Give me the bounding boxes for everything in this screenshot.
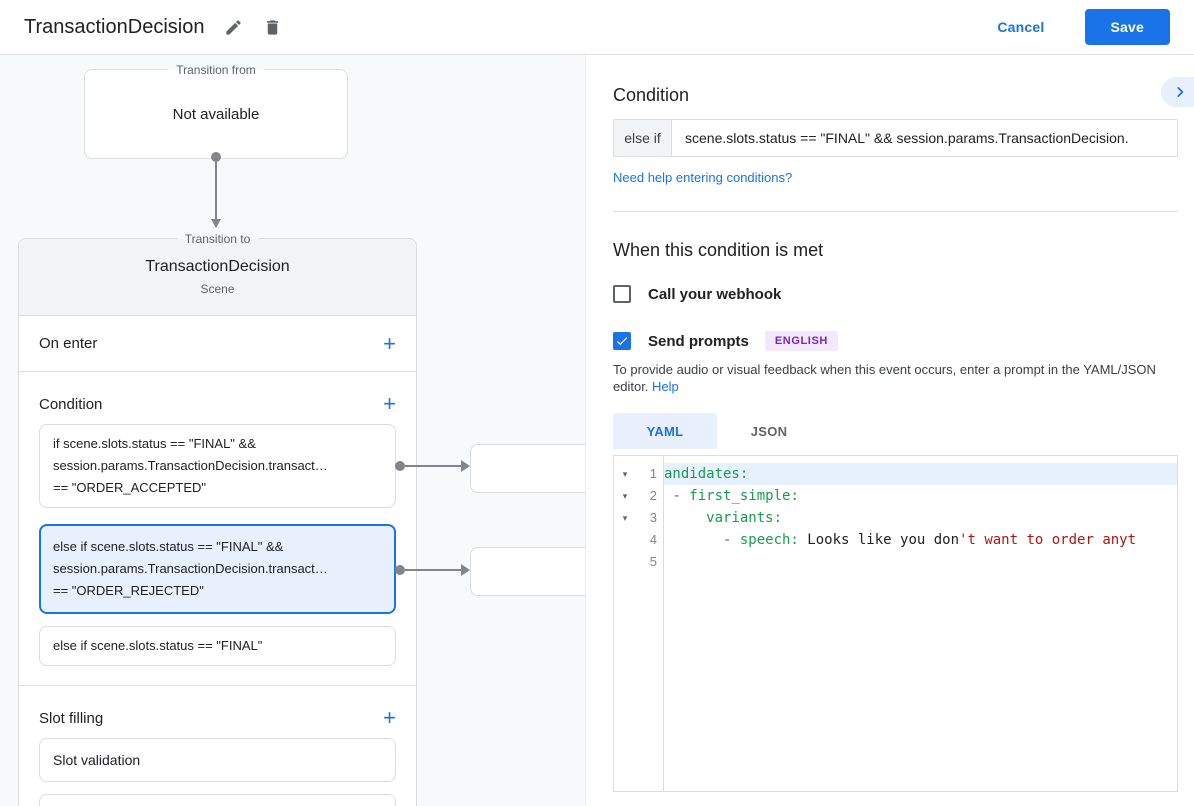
prompt-description-text: To provide audio or visual feedback when…	[613, 362, 1156, 394]
on-enter-section[interactable]: On enter +	[19, 316, 416, 372]
condition-section-header: Condition +	[39, 384, 396, 424]
condition-card-line: session.params.TransactionDecision.trans…	[53, 561, 328, 576]
slot-card-partial[interactable]	[39, 794, 396, 806]
on-enter-label: On enter	[39, 335, 98, 352]
line-number: 3	[649, 510, 657, 525]
fold-arrow-icon[interactable]: ▾	[622, 491, 628, 501]
section-divider	[613, 211, 1178, 212]
scene-header: TransactionDecision Scene	[19, 239, 416, 316]
code-line[interactable]: - first_simple:	[664, 488, 799, 504]
condition-section: Condition + if scene.slots.status == "FI…	[19, 372, 416, 686]
condition-card-line: else if scene.slots.status == "FINAL"	[53, 638, 263, 653]
connector-dot	[211, 152, 221, 162]
edit-icon[interactable]	[224, 18, 243, 37]
condition-input-row: else if	[613, 119, 1178, 157]
title-group: TransactionDecision	[24, 16, 282, 39]
prompt-description: To provide audio or visual feedback when…	[613, 361, 1178, 395]
transition-from-value: Not available	[172, 105, 260, 123]
delete-icon[interactable]	[263, 18, 282, 37]
slot-filling-label: Slot filling	[39, 709, 104, 727]
scene-title: TransactionDecision	[145, 258, 290, 275]
transition-to-box: Transition to TransactionDecision Scene …	[18, 231, 417, 806]
condition-label: Condition	[39, 395, 103, 413]
connector-line	[215, 162, 217, 219]
send-prompts-checkbox[interactable]	[613, 332, 631, 350]
send-prompts-row: Send prompts ENGLISH	[613, 331, 1178, 351]
code-line[interactable]: variants:	[706, 510, 783, 526]
code-line[interactable]	[664, 551, 1177, 573]
transition-from-box: Transition from Not available	[84, 62, 348, 159]
code-line[interactable]: andidates:	[664, 463, 1177, 485]
scene-subtitle: Scene	[200, 282, 235, 296]
webhook-row: Call your webhook	[613, 285, 1178, 303]
connector-line	[405, 569, 462, 571]
condition-card-line: == "ORDER_REJECTED"	[53, 583, 204, 598]
slot-filling-section-header: Slot filling +	[39, 698, 396, 738]
arrow-right-icon	[461, 564, 470, 576]
code-editor[interactable]: ▾ 1 ▾ 2 ▾ 3 4 5 andidates: - first_simple: vari…	[613, 455, 1178, 792]
transition-from-legend: Transition from	[168, 62, 264, 78]
transition-target-box[interactable]	[470, 444, 585, 493]
send-prompts-label: Send prompts	[648, 332, 749, 350]
condition-heading: Condition	[613, 85, 690, 105]
add-slot-button[interactable]: +	[383, 705, 396, 730]
add-condition-button[interactable]: +	[383, 391, 396, 416]
cancel-button[interactable]: Cancel	[991, 18, 1050, 36]
slot-filling-section: Slot filling + Slot validation	[19, 686, 416, 806]
connector-line	[405, 465, 462, 467]
condition-help-link[interactable]: Need help entering conditions?	[613, 170, 793, 185]
tab-yaml[interactable]: YAML	[613, 413, 717, 449]
slot-card-label: Slot validation	[53, 752, 141, 768]
connector-dot	[395, 565, 405, 575]
line-number: 2	[649, 488, 657, 503]
line-number: 4	[649, 532, 657, 547]
code-line[interactable]: - speech: Looks like you don't want to o…	[664, 532, 1137, 548]
slot-validation-card[interactable]: Slot validation	[39, 738, 396, 782]
condition-editor-section: Condition else if Need help entering con…	[586, 55, 1194, 212]
add-on-enter-button[interactable]: +	[383, 330, 396, 356]
condition-card[interactable]: else if scene.slots.status == "FINAL"	[39, 626, 396, 666]
transition-target-box[interactable]	[470, 547, 585, 596]
condition-expression-input[interactable]	[672, 120, 1177, 156]
condition-card[interactable]: else if scene.slots.status == "FINAL" &&…	[39, 524, 396, 614]
condition-card[interactable]: if scene.slots.status == "FINAL" && sess…	[39, 424, 396, 508]
save-button[interactable]: Save	[1084, 9, 1170, 45]
webhook-label: Call your webhook	[648, 285, 782, 303]
editor-tabs: YAML JSON	[613, 413, 1178, 449]
condition-detail-panel: Condition else if Need help entering con…	[585, 55, 1194, 806]
fold-arrow-icon[interactable]: ▾	[622, 469, 628, 479]
arrow-down-icon	[211, 219, 221, 228]
editor-code[interactable]: andidates: - first_simple: variants: - s…	[664, 456, 1177, 791]
condition-card-line: session.params.TransactionDecision.trans…	[53, 458, 328, 473]
fold-arrow-icon[interactable]: ▾	[622, 513, 628, 523]
editor-gutter: ▾ 1 ▾ 2 ▾ 3 4 5	[614, 456, 664, 791]
arrow-right-icon	[461, 460, 470, 472]
line-number: 5	[649, 554, 657, 569]
condition-card-line: if scene.slots.status == "FINAL" &&	[53, 436, 256, 451]
page-title: TransactionDecision	[24, 15, 205, 38]
language-badge: ENGLISH	[764, 331, 838, 351]
line-number: 1	[649, 466, 657, 481]
tab-json[interactable]: JSON	[750, 423, 788, 439]
flow-canvas: Transition from Not available Transition…	[0, 55, 585, 806]
condition-card-line: else if scene.slots.status == "FINAL" &&	[53, 539, 284, 554]
header-actions: Cancel Save	[991, 9, 1170, 45]
connector-dot	[395, 461, 405, 471]
condition-operator: else if	[614, 120, 672, 156]
webhook-checkbox[interactable]	[613, 285, 631, 303]
header-bar: TransactionDecision Cancel Save	[0, 0, 1194, 55]
when-met-heading: When this condition is met	[613, 240, 824, 260]
condition-card-line: == "ORDER_ACCEPTED"	[53, 480, 206, 495]
transition-to-legend: Transition to	[176, 231, 259, 247]
help-link[interactable]: Help	[652, 379, 679, 394]
when-condition-met-section: When this condition is met Call your web…	[586, 212, 1194, 792]
chevron-right-icon[interactable]	[1161, 77, 1194, 107]
